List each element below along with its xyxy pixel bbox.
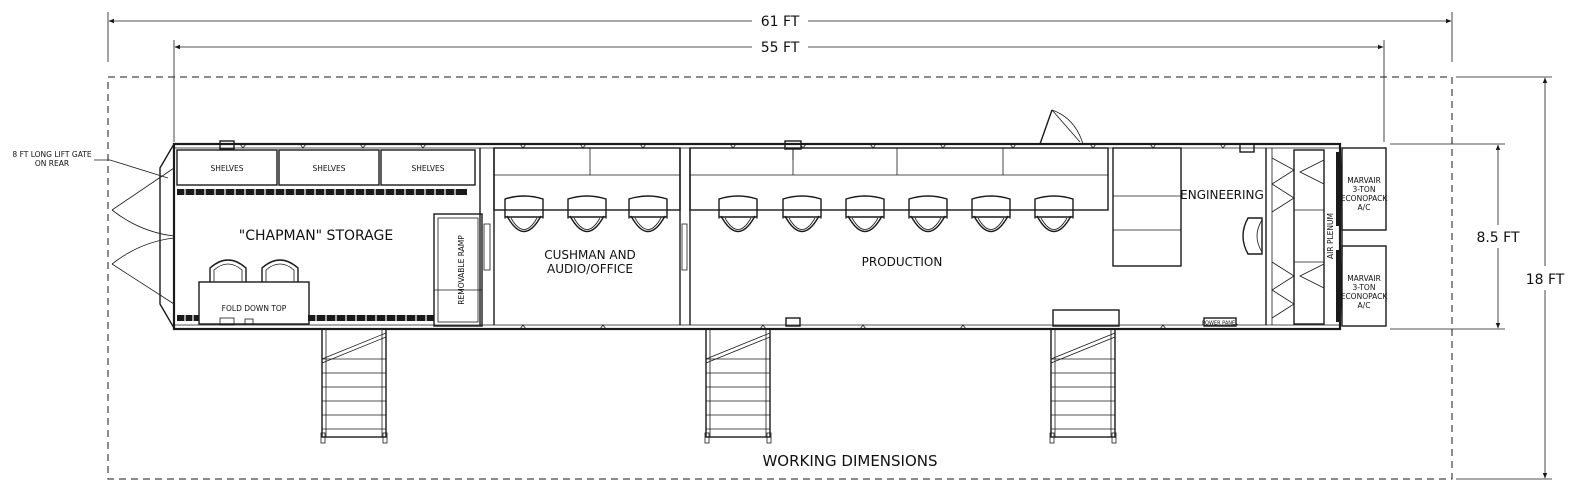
dimension-trailer-length: 55 FT	[173, 40, 1385, 142]
fold-down-top-label: FOLD DOWN TOP	[222, 304, 287, 313]
bottom-wall-box	[785, 317, 801, 327]
air-plenum-label: AIR PLENUM	[1326, 213, 1335, 259]
trailer-length-label: 55 FT	[761, 40, 800, 56]
lift-gate-note: 8 FT LONG LIFT GATE ON REAR	[12, 150, 169, 179]
shelves-label-2: SHELVES	[312, 164, 345, 173]
office-room-label-1: CUSHMAN AND	[544, 248, 636, 262]
svg-text:ECONOPACK: ECONOPACK	[1341, 194, 1389, 203]
fold-down-table: FOLD DOWN TOP	[198, 281, 310, 326]
working-dimensions-caption: WORKING DIMENSIONS	[762, 452, 937, 470]
trailer-width-label: 8.5 FT	[1476, 230, 1520, 246]
dimension-overall-length: 61 FT	[107, 12, 1453, 62]
production-room-label: PRODUCTION	[862, 255, 943, 269]
svg-text:A/C: A/C	[1358, 301, 1371, 310]
removable-ramp-label: REMOVABLE RAMP	[457, 235, 466, 305]
removable-ramp: REMOVABLE RAMP	[433, 213, 483, 327]
engineering-wall-box	[1239, 143, 1255, 153]
shelves-label-1: SHELVES	[210, 164, 243, 173]
shelves-label-3: SHELVES	[411, 164, 444, 173]
production-chairs	[718, 195, 1074, 233]
svg-text:3-TON: 3-TON	[1353, 185, 1376, 194]
ac-unit-upper: MARVAIR 3-TON ECONOPACK A/C	[1336, 147, 1389, 231]
partition-walls	[479, 148, 691, 325]
svg-text:ECONOPACK: ECONOPACK	[1341, 292, 1389, 301]
side-door-swing	[1039, 109, 1084, 145]
svg-text:MARVAIR: MARVAIR	[1347, 176, 1381, 185]
stair-landing-box	[1052, 309, 1120, 327]
svg-text:MARVAIR: MARVAIR	[1347, 274, 1381, 283]
engineering-chair	[1242, 217, 1263, 255]
engineering-rack	[1107, 147, 1182, 267]
production-counter	[689, 140, 1109, 211]
svg-text:3-TON: 3-TON	[1353, 283, 1376, 292]
power-panel: POWER PANEL	[1202, 317, 1238, 327]
dimension-working-width: 18 FT	[1456, 76, 1565, 480]
engineering-room-label: ENGINEERING	[1180, 188, 1264, 202]
svg-text:ON REAR: ON REAR	[35, 159, 69, 168]
storage-room-label: "CHAPMAN" STORAGE	[239, 228, 393, 244]
office-room-label-2: AUDIO/OFFICE	[547, 262, 633, 276]
ac-unit-lower: MARVAIR 3-TON ECONOPACK A/C	[1336, 245, 1389, 327]
working-width-label: 18 FT	[1526, 272, 1565, 288]
tie-down-rails	[177, 189, 467, 321]
office-counter	[493, 147, 681, 211]
stairs-engineering	[1049, 328, 1117, 444]
overall-length-label: 61 FT	[761, 14, 800, 30]
storage-shelves: SHELVES SHELVES SHELVES	[176, 140, 476, 186]
storage-chairs	[209, 259, 299, 282]
working-area-boundary	[107, 76, 1453, 480]
stairs-office	[704, 328, 772, 444]
air-plenum: AIR PLENUM	[1265, 148, 1335, 325]
svg-text:8 FT LONG LIFT GATE: 8 FT LONG LIFT GATE	[12, 150, 91, 159]
svg-text:A/C: A/C	[1358, 203, 1371, 212]
rear-lift-gate	[111, 143, 175, 329]
office-chairs	[504, 195, 668, 233]
dimension-trailer-width: 8.5 FT	[1390, 143, 1520, 330]
power-panel-label: POWER PANEL	[1202, 321, 1238, 327]
stairs-storage	[320, 328, 388, 444]
